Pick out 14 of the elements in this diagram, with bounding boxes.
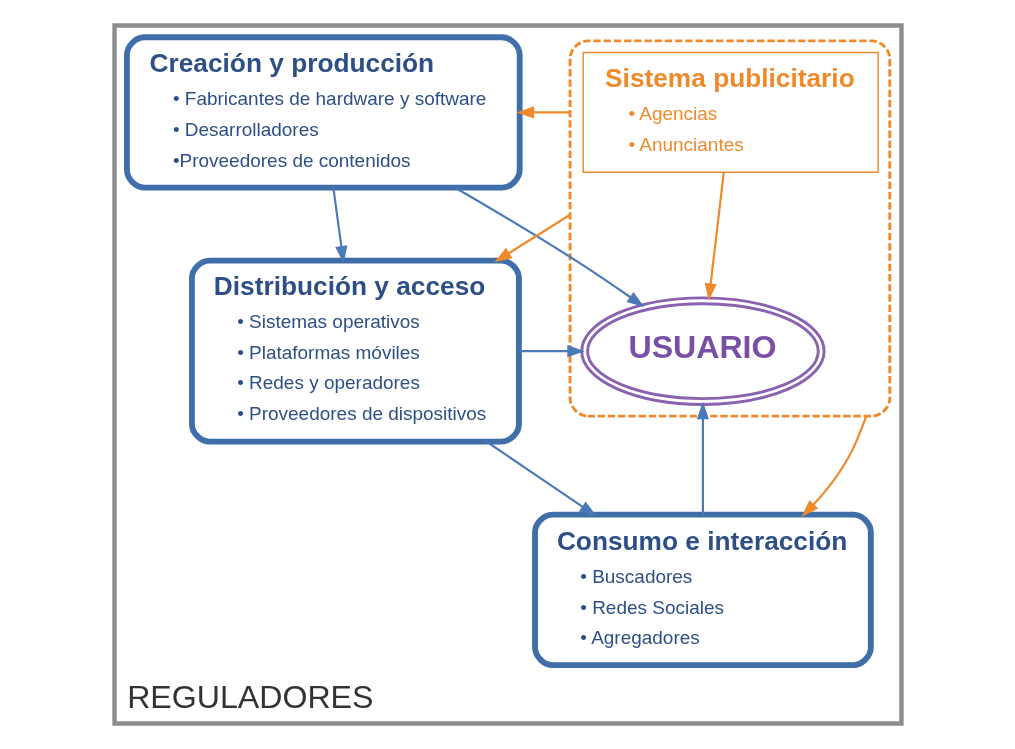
node-box: Distribución y acceso • Sistemas operativos • Plataformas móviles • Redes y operadores • Proveedores de dispositivos [188, 257, 522, 445]
arrow [696, 401, 709, 515]
arrow [485, 440, 597, 517]
arrow [518, 345, 585, 358]
node-ellipse: USUARIO [579, 296, 826, 406]
node-box: Consumo e interacción • Buscadores • Redes Sociales • Agregadores [531, 511, 874, 668]
node-box: Sistema publicitario • Agencias • Anunciantes [581, 51, 879, 173]
arrow [516, 106, 570, 119]
arrow [493, 213, 571, 263]
arrow [801, 415, 867, 517]
arrow [454, 187, 644, 308]
arrow [331, 187, 347, 264]
arrow [704, 172, 725, 301]
node-box: Creación y producción • Fabricantes de hardware y software • Desarrolladores •Proveedores de contenidos [123, 34, 523, 191]
